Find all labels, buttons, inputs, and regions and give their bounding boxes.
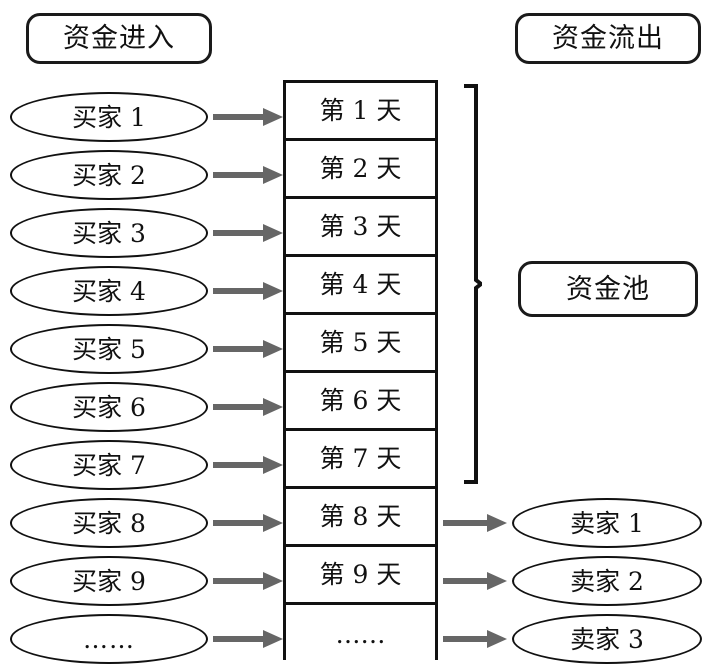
seller-node: 卖家 1 <box>512 498 702 548</box>
funds-outflow-title: 资金流出 <box>515 13 701 64</box>
buyer-label: 买家 1 <box>72 102 146 132</box>
seller-label: 卖家 1 <box>570 508 644 538</box>
inflow-arrow <box>213 398 283 416</box>
day-label: 第 8 天 <box>319 502 402 531</box>
day-cell: …… <box>286 605 435 663</box>
day-label: 第 6 天 <box>319 386 402 415</box>
buyer-label: 买家 3 <box>72 218 146 248</box>
outflow-arrow <box>443 630 507 648</box>
buyer-label: 买家 6 <box>72 392 146 422</box>
inflow-arrow <box>213 340 283 358</box>
seller-label: 卖家 3 <box>570 624 644 654</box>
buyer-node: 买家 1 <box>10 92 208 142</box>
day-cell: 第 1 天 <box>286 83 435 141</box>
buyer-node: 买家 2 <box>10 150 208 200</box>
day-cell: 第 3 天 <box>286 199 435 257</box>
buyer-node: 买家 9 <box>10 556 208 606</box>
day-cell: 第 2 天 <box>286 141 435 199</box>
buyer-label: 买家 7 <box>72 450 146 480</box>
funds-inflow-title: 资金进入 <box>26 13 212 64</box>
day-label: 第 5 天 <box>319 328 402 357</box>
buyer-label: 买家 2 <box>72 160 146 190</box>
day-cell: 第 6 天 <box>286 373 435 431</box>
day-cell: 第 5 天 <box>286 315 435 373</box>
seller-node: 卖家 2 <box>512 556 702 606</box>
buyer-node: 买家 4 <box>10 266 208 316</box>
day-label: 第 3 天 <box>319 212 402 241</box>
funds-pool-brace <box>464 84 482 484</box>
day-label: 第 2 天 <box>319 154 402 183</box>
seller-label: 卖家 2 <box>570 566 644 596</box>
inflow-arrow <box>213 514 283 532</box>
buyer-node: 买家 8 <box>10 498 208 548</box>
inflow-arrow <box>213 456 283 474</box>
day-cell: 第 8 天 <box>286 489 435 547</box>
buyer-node: 买家 7 <box>10 440 208 490</box>
seller-node: 卖家 3 <box>512 614 702 664</box>
inflow-arrow <box>213 166 283 184</box>
buyer-label: 买家 5 <box>72 334 146 364</box>
buyer-label: 买家 8 <box>72 508 146 538</box>
buyer-label: 买家 9 <box>72 566 146 596</box>
buyer-label: 买家 4 <box>72 276 146 306</box>
day-label: 第 4 天 <box>319 270 402 299</box>
day-label: …… <box>335 619 386 649</box>
outflow-arrow <box>443 514 507 532</box>
inflow-arrow <box>213 572 283 590</box>
day-column: 第 1 天 第 2 天 第 3 天 第 4 天 第 5 天 第 6 天 第 7 … <box>283 80 438 663</box>
buyer-node: 买家 5 <box>10 324 208 374</box>
inflow-arrow <box>213 108 283 126</box>
outflow-arrow <box>443 572 507 590</box>
buyer-node: 买家 6 <box>10 382 208 432</box>
day-cell: 第 7 天 <box>286 431 435 489</box>
day-label: 第 9 天 <box>319 560 402 589</box>
buyer-label: …… <box>83 624 135 654</box>
day-label: 第 1 天 <box>319 96 402 125</box>
funds-pool-label: 资金池 <box>518 261 698 317</box>
day-label: 第 7 天 <box>319 444 402 473</box>
day-cell: 第 9 天 <box>286 547 435 605</box>
inflow-arrow <box>213 224 283 242</box>
buyer-node: …… <box>10 614 208 664</box>
day-cell: 第 4 天 <box>286 257 435 315</box>
inflow-arrow <box>213 282 283 300</box>
inflow-arrow <box>213 630 283 648</box>
buyer-node: 买家 3 <box>10 208 208 258</box>
